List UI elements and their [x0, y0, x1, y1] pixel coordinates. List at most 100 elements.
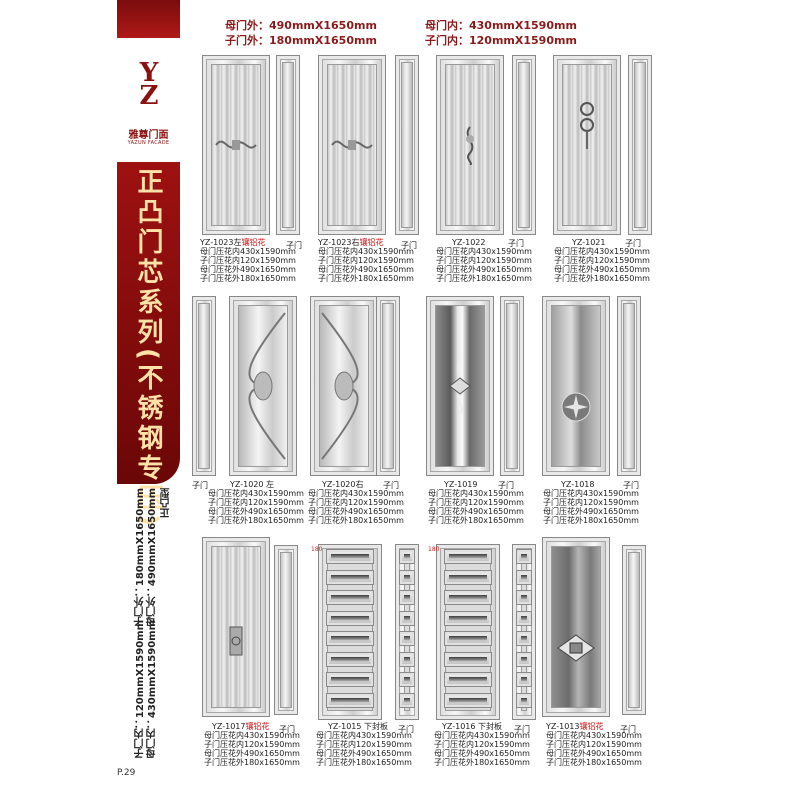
inset-panel	[326, 590, 374, 605]
brand-name-cn: 雅尊门面	[128, 130, 169, 141]
spec-line: 子门压花内120x1590mm	[200, 256, 296, 265]
spec-line: 母门压花内430x1590mm	[200, 247, 296, 256]
spec-line: 母门压花外490x1650mm	[428, 507, 524, 516]
inset-panel	[399, 610, 415, 626]
spec-line: 子门压花内120x1590mm	[436, 256, 532, 265]
inset-panel	[326, 610, 374, 626]
side-child-outer: 子门外：180mmX1650mm	[135, 488, 146, 627]
spec-line: 母门压花外490x1650mm	[318, 265, 414, 274]
spec-line: 子门压花内120x1590mm	[316, 740, 412, 749]
series-title: 正凸门芯系列(不锈钢专压)	[133, 168, 163, 530]
dim-marker: 180	[428, 546, 440, 553]
spec-line: 母门压花内430x1590mm	[436, 247, 532, 256]
door-yz-1020-right	[310, 296, 378, 476]
inset-panel	[326, 692, 374, 708]
spec-line: 母门压花内430x1590mm	[308, 489, 404, 498]
spec-line: 母门压花内430x1590mm	[554, 247, 650, 256]
floral-ornament-icon	[466, 126, 474, 165]
spec-line: 子门压花内120x1590mm	[308, 498, 404, 507]
door-yz-1022	[436, 55, 504, 235]
inset-panel	[516, 692, 532, 708]
model-note: 镶铝花	[241, 238, 266, 247]
spec-line: 母门压花内430x1590mm	[428, 489, 524, 498]
aluminum-flower-icon	[215, 140, 257, 150]
inset-panel	[516, 590, 532, 605]
door-yz-1017	[202, 537, 270, 717]
spec-line: 子门压花外180x1650mm	[200, 274, 296, 283]
child-door-label: 子门	[623, 481, 639, 490]
spec-line: 母门压花外490x1650mm	[434, 749, 530, 758]
aluminum-flower-icon	[557, 634, 595, 662]
model-code: YZ-1017	[212, 722, 246, 731]
door-yz-1018	[542, 296, 610, 476]
model-note: 镶铝花	[579, 722, 604, 731]
model-code: YZ-1023左	[200, 238, 242, 247]
spec-line: 子门压花外180x1650mm	[554, 274, 650, 283]
leaf-ornament-icon	[248, 312, 286, 460]
spec-line: 母门压花外490x1650mm	[546, 749, 642, 758]
header-child-inner: 子门内：120mmX1590mm	[425, 34, 577, 47]
yz-logo-icon: Y Z	[139, 58, 159, 107]
spec-line: 子门压花内120x1590mm	[318, 256, 414, 265]
model-code: YZ-1019	[444, 480, 478, 489]
model-code: YZ-1020右	[322, 480, 364, 489]
aluminum-flower-icon	[331, 140, 373, 150]
model-code: YZ-1016 下封板	[442, 722, 503, 731]
child-door-yz-1020-left	[192, 296, 216, 476]
inset-panel	[516, 610, 532, 626]
spec-line: 子门压花外180x1650mm	[316, 758, 412, 767]
spec-line: 母门压花内430x1590mm	[434, 731, 530, 740]
side-child-inner: 子门内：120mmX1590mm	[135, 620, 146, 759]
spec-line: 母门压花内430x1590mm	[318, 247, 414, 256]
inset-panel	[399, 692, 415, 708]
inset-panel	[399, 651, 415, 667]
child-door-yz-1023-right	[395, 55, 419, 235]
spec-line: 子门压花内120x1590mm	[543, 498, 639, 507]
inset-panel	[444, 651, 492, 667]
model-note: 镶铝花	[245, 722, 270, 731]
spec-line: 母门压花内430x1590mm	[204, 731, 300, 740]
spec-line: 子门压花外180x1650mm	[543, 516, 639, 525]
spec-line: 子门压花外180x1650mm	[546, 758, 642, 767]
child-door-yz-1017	[274, 545, 298, 715]
spec-line: 母门压花内430x1590mm	[546, 731, 642, 740]
door-yz-1021	[553, 55, 621, 235]
spec-line: 母门压花内430x1590mm	[316, 731, 412, 740]
door-yz-1019	[426, 296, 494, 476]
spec-line: 子门压花内120x1590mm	[546, 740, 642, 749]
child-door-label: 子门	[279, 725, 295, 734]
model-code: YZ-1020 左	[230, 480, 275, 489]
model-code: YZ-1018	[561, 480, 595, 489]
inset-panel	[516, 651, 532, 667]
inset-panel	[399, 549, 415, 564]
inset-panel	[399, 569, 415, 585]
inset-panel	[444, 692, 492, 708]
child-door-yz-1018	[617, 296, 641, 476]
child-door-label: 子门	[383, 481, 399, 490]
model-code: YZ-1021	[572, 238, 606, 247]
door-yz-1023-left	[202, 55, 270, 235]
aluminum-flower-icon	[229, 626, 243, 656]
spec-line: 子门压花内120x1590mm	[204, 740, 300, 749]
child-door-yz-1019	[500, 296, 524, 476]
child-door-label: 子门	[286, 241, 302, 250]
door-yz-1020-left	[229, 296, 297, 476]
spec-line: 子门压花外180x1650mm	[318, 274, 414, 283]
spec-line: 母门压花内430x1590mm	[543, 489, 639, 498]
spec-line: 子门压花内120x1590mm	[554, 256, 650, 265]
spec-line: 子门压花外180x1650mm	[434, 758, 530, 767]
inset-panel	[516, 569, 532, 585]
page-number: P.29	[117, 768, 136, 778]
child-door-label: 子门	[398, 725, 414, 734]
model-note: 镶铝花	[359, 238, 384, 247]
side-mother-outer: 母门外：490mmX1650mm	[147, 488, 158, 627]
scroll-ornament-icon	[580, 101, 594, 149]
child-door-label: 子门	[620, 725, 636, 734]
inset-panel	[326, 549, 374, 564]
spec-line: 子门压花外180x1650mm	[428, 516, 524, 525]
spec-line: 母门压花外490x1650mm	[308, 507, 404, 516]
child-door-label: 子门	[514, 725, 530, 734]
inset-panel	[444, 631, 492, 646]
child-door-label: 子门	[498, 481, 514, 490]
child-door-yz-1013	[622, 545, 646, 715]
